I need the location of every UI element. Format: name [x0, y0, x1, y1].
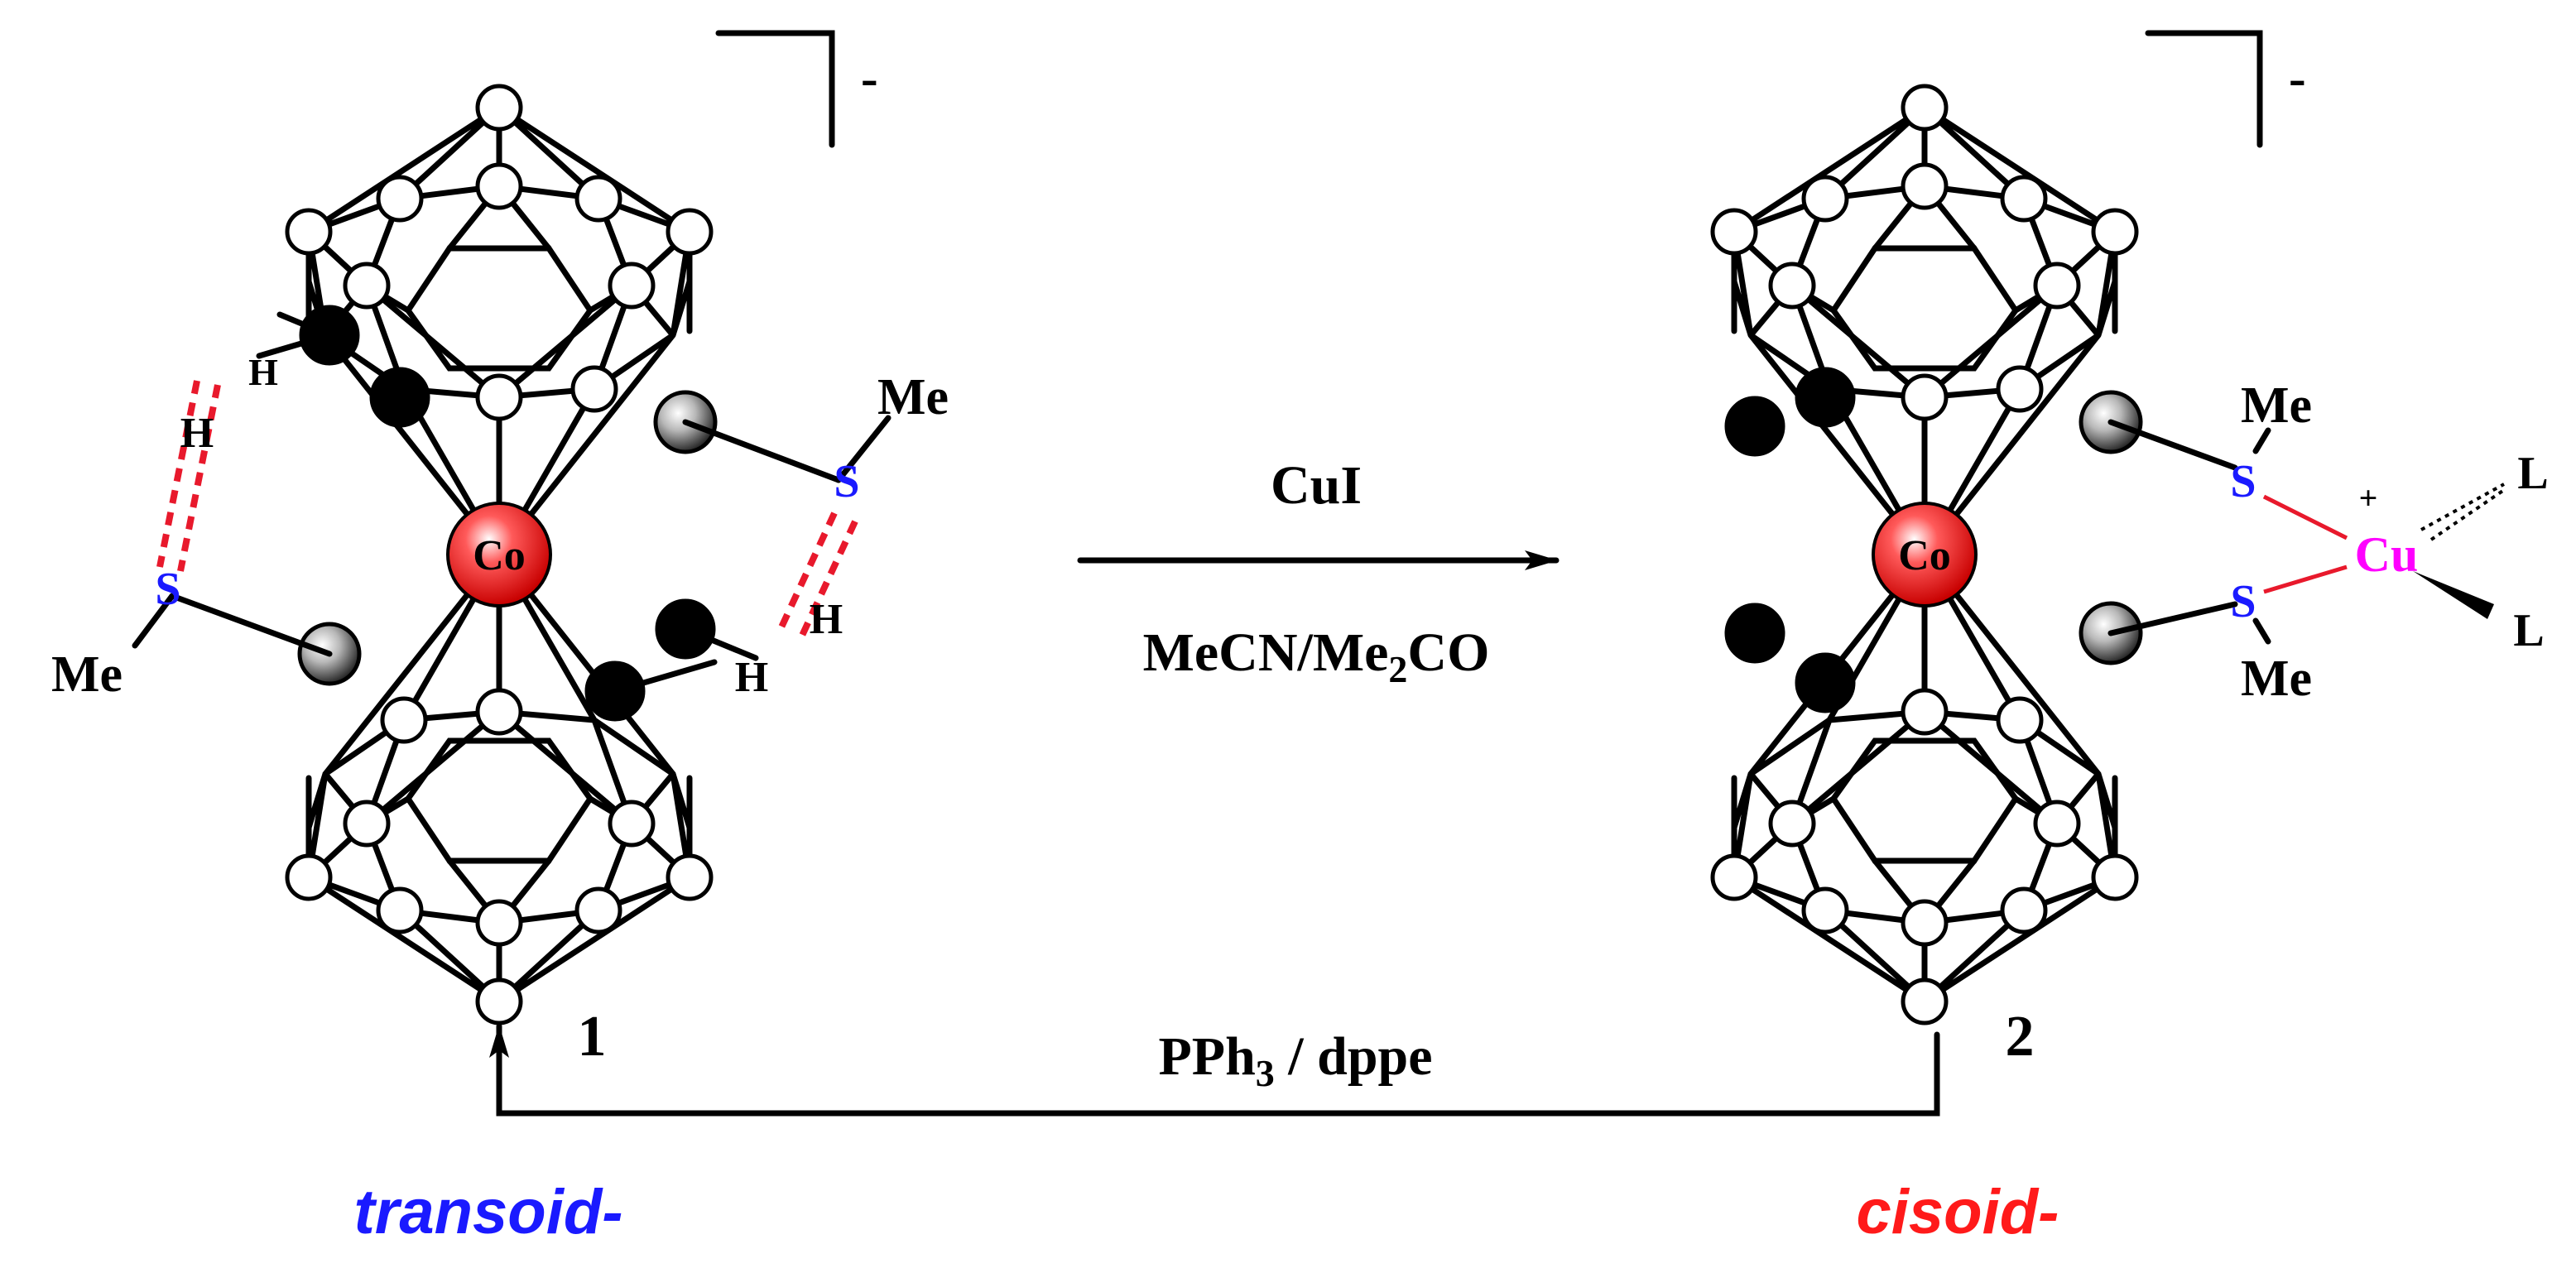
carbon-atom [1795, 367, 1856, 428]
methyl-label: Me [2241, 377, 2312, 434]
compound-number: 2 [2006, 1005, 2035, 1069]
cobalt-label: Co [473, 532, 526, 579]
charge-sign: - [2289, 50, 2306, 107]
sulfur-label: S [2230, 576, 2256, 627]
hydrogen-label: H [810, 596, 843, 643]
carbon-atom [1724, 396, 1785, 457]
compound-2-structure: Co S Me S Me Cu + L L [1710, 84, 2549, 1025]
solvent-label: MeCN/Me2CO [1143, 622, 1490, 690]
reverse-reaction-arrow [489, 1023, 1940, 1117]
boron-atoms-lower [1710, 688, 2139, 1025]
compound-number: 1 [578, 1005, 607, 1069]
sulfur-label: S [155, 564, 180, 615]
sulfur-label: S [834, 456, 859, 507]
methyl-label: Me [51, 646, 123, 703]
hydrogen-label: H [248, 351, 278, 393]
forward-reagent-label: CuI [1271, 455, 1362, 516]
cobalt-atom [446, 502, 552, 608]
compound-1-structure: Co H H S Me S Me H H [51, 84, 949, 1025]
sulfur-label: S [2230, 456, 2256, 507]
carbon-atom [1724, 603, 1785, 664]
hydrogen-label: H [180, 410, 214, 457]
ligand-label: L [2513, 605, 2544, 656]
hydrogen-label: H [735, 654, 768, 701]
charge-sign: - [861, 50, 878, 107]
copper-charge: + [2359, 479, 2378, 516]
ligand-label: L [2517, 448, 2548, 499]
cobalt-atom [1872, 502, 1978, 608]
methyl-label: Me [877, 369, 949, 425]
carbon-atom [1795, 652, 1856, 713]
carbon-atom [369, 367, 430, 428]
charge-bracket: - [2145, 30, 2306, 148]
charge-bracket: - [715, 30, 878, 148]
reverse-reagent-label: PPh3 / dppe [1158, 1026, 1432, 1094]
methyl-label: Me [2241, 651, 2312, 707]
boron-atoms-upper [285, 84, 714, 421]
cobalt-label: Co [1898, 532, 1951, 579]
transoid-isomer-label: transoid- [353, 1177, 622, 1247]
boron-atoms-lower [285, 688, 714, 1025]
boron-atoms-upper [1710, 84, 2139, 421]
cisoid-isomer-label: cisoid- [1857, 1177, 2059, 1247]
copper-label: Cu [2355, 527, 2419, 582]
